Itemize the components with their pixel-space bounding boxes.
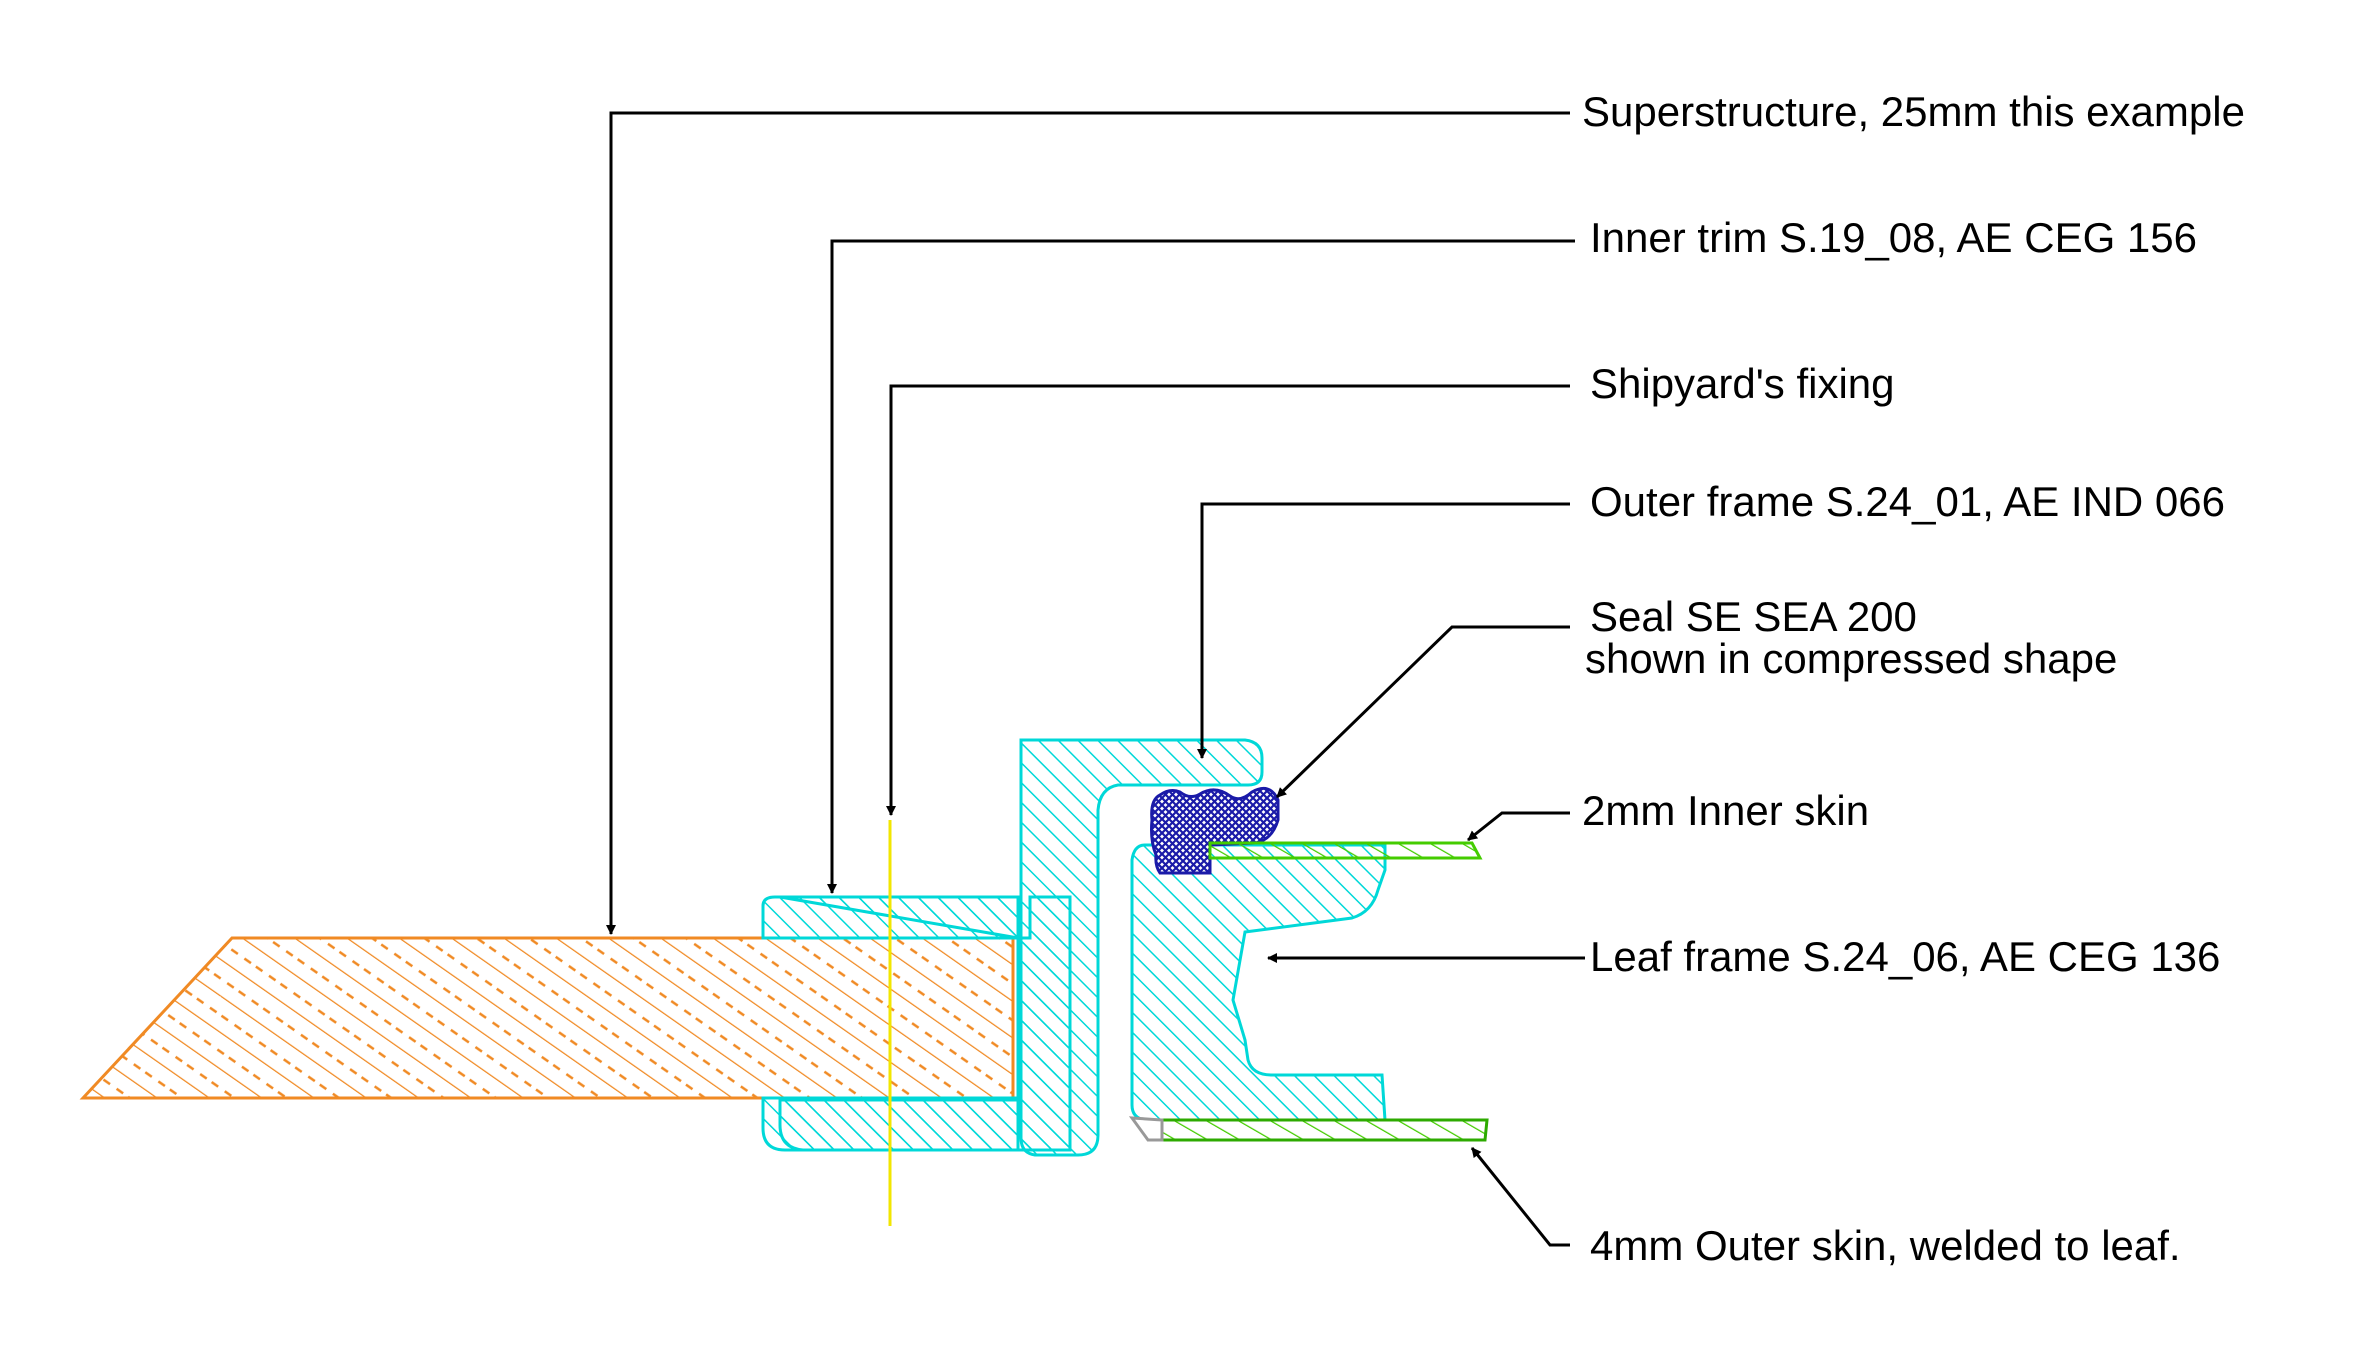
label-outer-skin: 4mm Outer skin, welded to leaf. (1590, 1222, 2181, 1269)
label-leaf-frame: Leaf frame S.24_06, AE CEG 136 (1590, 933, 2220, 980)
leader-superstructure (606, 111, 1570, 935)
label-seal-line1: Seal SE SEA 200 (1590, 593, 1917, 640)
label-shipyard-fixing: Shipyard's fixing (1590, 360, 1895, 407)
label-outer-frame: Outer frame S.24_01, AE IND 066 (1590, 478, 2225, 525)
outer-frame-profile (1019, 738, 1264, 1157)
seal-profile (1150, 786, 1280, 875)
leader-outer-skin (1470, 1147, 1570, 1247)
label-seal-line2: shown in compressed shape (1585, 635, 2117, 682)
leader-outer-frame (1197, 502, 1570, 759)
label-inner-skin: 2mm Inner skin (1582, 787, 1869, 834)
leader-inner-trim (827, 239, 1575, 894)
leaf-frame-profile (1130, 843, 1387, 1122)
superstructure-plate (79, 936, 1015, 1100)
label-superstructure: Superstructure, 25mm this example (1582, 88, 2245, 135)
callout-labels: Superstructure, 25mm this example Inner … (1582, 88, 2245, 1269)
leader-seal (1275, 625, 1570, 799)
outer-skin-plate (1128, 1116, 1489, 1142)
label-inner-trim: Inner trim S.19_08, AE CEG 156 (1590, 214, 2197, 261)
leader-inner-skin (1467, 811, 1570, 842)
inner-skin-plate (1208, 841, 1483, 860)
leader-shipyard-fixing (886, 384, 1570, 816)
leader-lines (606, 111, 1585, 1247)
